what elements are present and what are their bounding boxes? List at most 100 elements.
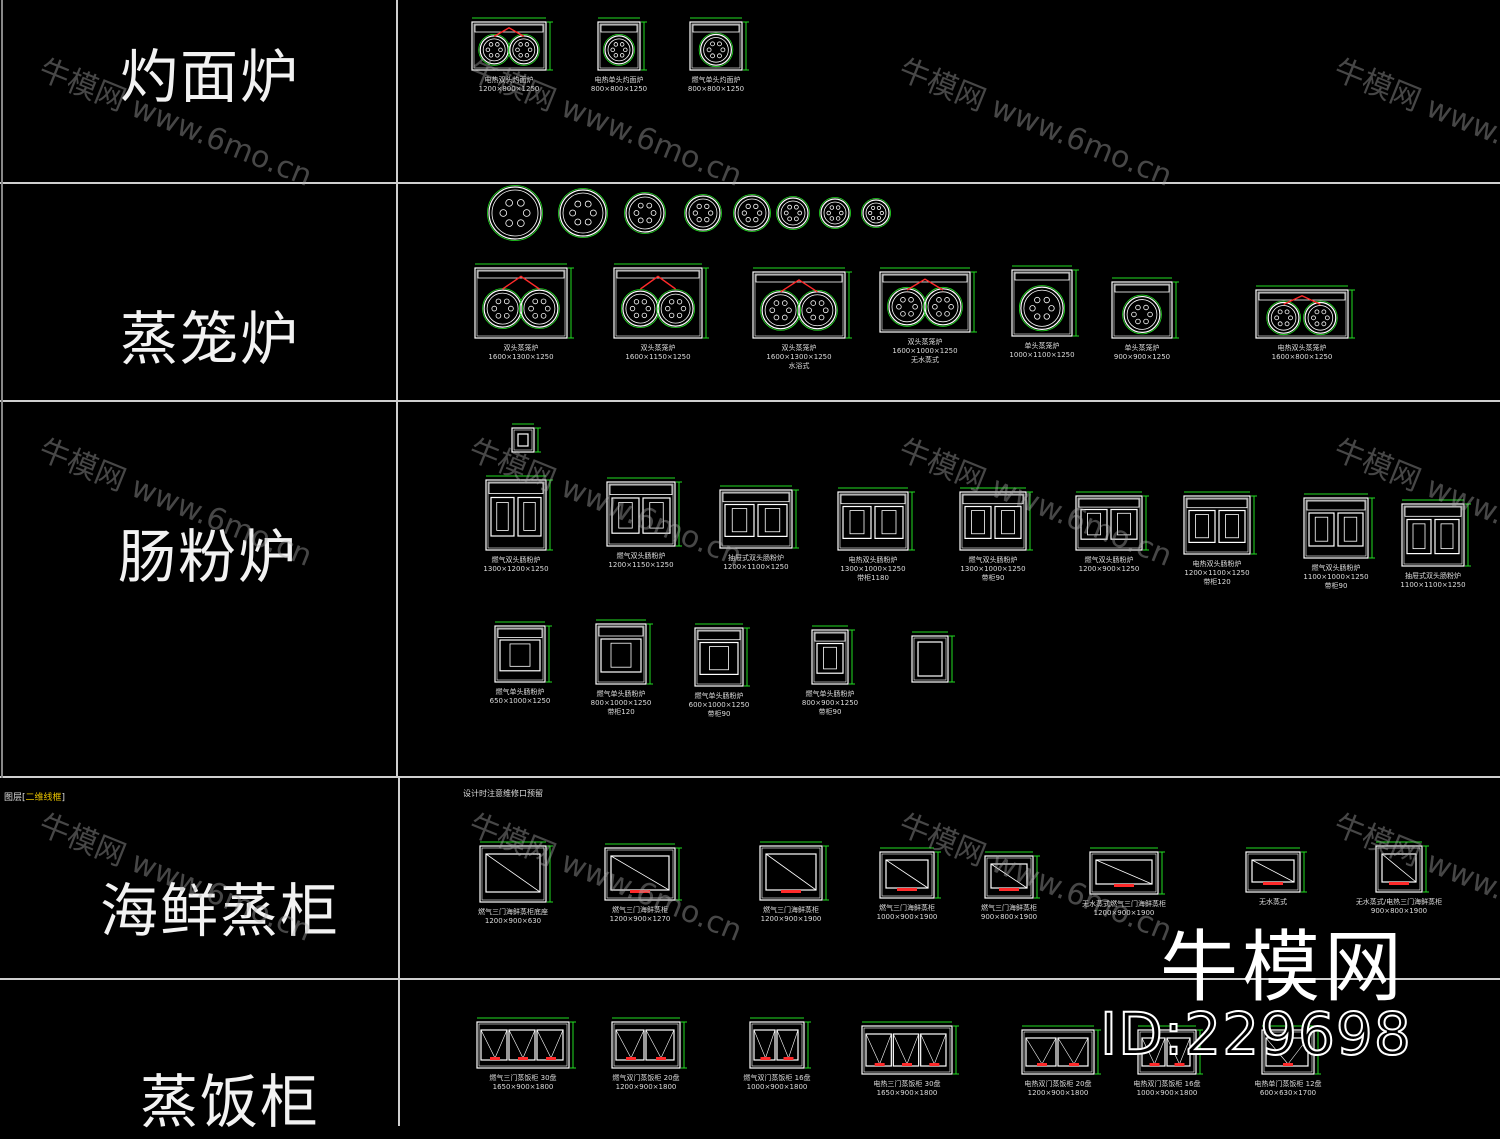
section-label-haixianzhenggui: 海鲜蒸柜 bbox=[100, 877, 341, 945]
section-label-changfenlu: 肠粉炉 bbox=[118, 523, 299, 591]
section-label-zhuomianlu: 灼面炉 bbox=[120, 43, 301, 111]
caption-line: 800×900×1250 bbox=[801, 699, 859, 707]
caption-line: 燃气双头肠粉炉 bbox=[968, 556, 1018, 564]
caption-line: 800×1000×1250 bbox=[590, 699, 652, 707]
left-edge bbox=[1, 0, 3, 778]
caption-line: 800×800×1250 bbox=[590, 85, 648, 93]
caption-line: 1200×900×1270 bbox=[609, 915, 671, 923]
watermark: 牛模网 www.6mo.cn bbox=[893, 52, 1177, 194]
caption-line: 无水蒸式 bbox=[1259, 898, 1287, 906]
caption-line: 电热双门蒸饭柜 20盘 bbox=[1024, 1080, 1092, 1088]
caption-line: 燃气三门蒸饭柜 30盘 bbox=[489, 1074, 557, 1082]
section-label-zhenglonglu: 蒸笼炉 bbox=[120, 305, 301, 373]
caption-line: 1200×900×1800 bbox=[615, 1083, 677, 1091]
caption-line: 电热双头肠粉炉 bbox=[1192, 560, 1242, 568]
divider-1 bbox=[0, 182, 1500, 184]
caption-line: 900×800×1900 bbox=[980, 913, 1038, 921]
caption-line: 带柜90 bbox=[707, 710, 731, 718]
caption-line: 双头蒸笼炉 bbox=[907, 338, 943, 346]
caption-line: 带柜90 bbox=[1324, 582, 1348, 590]
caption-line: 600×630×1700 bbox=[1259, 1089, 1317, 1097]
caption-line: 单头蒸笼炉 bbox=[1024, 342, 1060, 350]
watermark: 牛模网 www.6mo.cn bbox=[1328, 52, 1500, 194]
caption-line: 电热双门蒸饭柜 16盘 bbox=[1133, 1080, 1201, 1088]
caption-line: 燃气双门蒸饭柜 16盘 bbox=[743, 1074, 811, 1082]
caption-line: 燃气单头肠粉炉 bbox=[694, 692, 744, 700]
caption-line: 带柜1180 bbox=[857, 574, 889, 582]
caption-line: 抽屉式双头肠粉炉 bbox=[1405, 572, 1461, 580]
caption-line: 800×800×1250 bbox=[687, 85, 745, 93]
caption-line: 燃气单头灼面炉 bbox=[691, 76, 741, 84]
caption-line: 1000×900×1900 bbox=[876, 913, 938, 921]
caption-line: 带柜90 bbox=[818, 708, 842, 716]
caption-line: 电热双头肠粉炉 bbox=[848, 556, 898, 564]
caption-line: 1200×1100×1250 bbox=[723, 563, 789, 571]
caption-line: 双头蒸笼炉 bbox=[781, 344, 817, 352]
caption-line: 1300×1200×1250 bbox=[483, 565, 549, 573]
caption-line: 1650×900×1800 bbox=[492, 1083, 554, 1091]
divider-4 bbox=[0, 978, 1500, 980]
equipment-caption: 无水蒸式 bbox=[1218, 898, 1328, 907]
caption-line: 1200×1150×1250 bbox=[608, 561, 674, 569]
caption-line: 电热双头蒸笼炉 bbox=[1277, 344, 1327, 352]
caption-line: 燃气双门蒸饭柜 20盘 bbox=[612, 1074, 680, 1082]
caption-line: 1600×1300×1250 bbox=[766, 353, 832, 361]
caption-line: 带柜120 bbox=[607, 708, 635, 716]
caption-line: 燃气三门海鲜蒸柜 bbox=[981, 904, 1037, 912]
caption-line: 900×900×1250 bbox=[1113, 353, 1171, 361]
caption-line: 1600×1300×1250 bbox=[488, 353, 554, 361]
caption-line: 1000×1100×1250 bbox=[1009, 351, 1075, 359]
caption-line: 1000×900×1800 bbox=[1136, 1089, 1198, 1097]
caption-line: 900×800×1900 bbox=[1370, 907, 1428, 915]
caption-line: 燃气双头肠粉炉 bbox=[616, 552, 666, 560]
caption-line: 燃气三门海鲜蒸柜 bbox=[763, 906, 819, 914]
caption-line: 1100×1100×1250 bbox=[1400, 581, 1466, 589]
caption-line: 1100×1000×1250 bbox=[1303, 573, 1369, 581]
caption-line: 抽屉式双头肠粉炉 bbox=[728, 554, 784, 562]
caption-line: 电热双头灼面炉 bbox=[484, 76, 534, 84]
caption-line: 燃气单头肠粉炉 bbox=[596, 690, 646, 698]
caption-line: 1600×800×1250 bbox=[1271, 353, 1333, 361]
layer-indicator: 图层[二维线框] bbox=[4, 793, 66, 803]
caption-line: 带柜90 bbox=[981, 574, 1005, 582]
caption-line: 1000×900×1800 bbox=[746, 1083, 808, 1091]
